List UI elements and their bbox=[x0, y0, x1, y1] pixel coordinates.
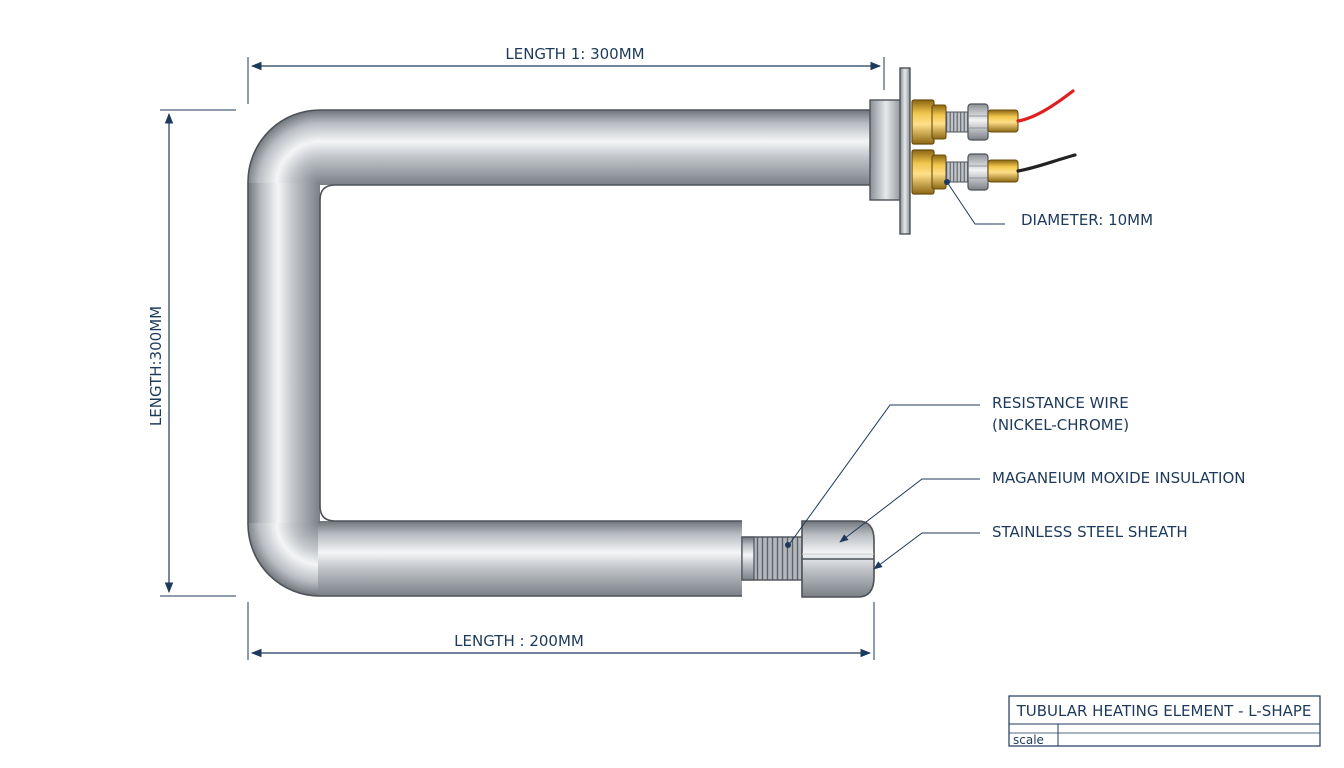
mounting-flange bbox=[899, 67, 911, 235]
callout-resistance-wire-label-2: (NICKEL-CHROME) bbox=[992, 416, 1129, 434]
callout-resistance-wire: RESISTANCE WIRE (NICKEL-CHROME) bbox=[785, 394, 1129, 548]
brass-pin-lower bbox=[987, 159, 1019, 183]
thread-upper bbox=[945, 111, 969, 133]
tube-bottom-segment bbox=[318, 521, 742, 596]
wire-red bbox=[1016, 89, 1075, 123]
callout-resistance-wire-label-1: RESISTANCE WIRE bbox=[992, 394, 1129, 412]
callout-diameter-label: DIAMETER: 10MM bbox=[1021, 211, 1153, 229]
callout-insulation: MAGANEIUM MOXIDE INSULATION bbox=[839, 469, 1245, 543]
brass-nut-upper bbox=[911, 99, 935, 145]
tube-corner-bottom bbox=[248, 521, 320, 596]
dimension-top: LENGTH 1: 300MM bbox=[247, 45, 885, 104]
brass-nut-lower bbox=[911, 149, 935, 195]
callout-diameter: DIAMETER: 10MM bbox=[944, 179, 1153, 229]
terminal-lower bbox=[911, 149, 1077, 195]
steel-nut-lower bbox=[967, 153, 989, 191]
dimension-left: LENGTH:300MM bbox=[147, 109, 236, 597]
threaded-section-collar bbox=[741, 536, 755, 581]
callout-insulation-label: MAGANEIUM MOXIDE INSULATION bbox=[992, 469, 1245, 487]
heating-tube bbox=[247, 109, 872, 597]
tube-end-cutaway bbox=[741, 520, 875, 598]
tube-top-segment bbox=[318, 110, 872, 185]
brass-pin-upper bbox=[987, 109, 1019, 133]
thread-lower bbox=[945, 161, 969, 183]
title-block-scale-label: scale bbox=[1013, 733, 1044, 747]
tube-left-segment bbox=[248, 183, 320, 523]
steel-nut-upper bbox=[967, 103, 989, 141]
dimension-bottom-label: LENGTH : 200MM bbox=[454, 632, 584, 650]
wire-black bbox=[1016, 153, 1077, 173]
title-block: TUBULAR HEATING ELEMENT - L-SHAPE scale bbox=[1008, 695, 1321, 747]
terminal-upper bbox=[911, 89, 1075, 145]
dimension-bottom: LENGTH : 200MM bbox=[247, 602, 875, 660]
title-block-title: TUBULAR HEATING ELEMENT - L-SHAPE bbox=[1016, 702, 1312, 720]
dimension-left-label: LENGTH:300MM bbox=[147, 306, 165, 426]
terminal-assembly bbox=[869, 67, 1077, 235]
dimension-top-label: LENGTH 1: 300MM bbox=[505, 45, 644, 63]
callout-sheath-label: STAINLESS STEEL SHEATH bbox=[992, 523, 1188, 541]
tube-corner-top bbox=[248, 110, 320, 185]
callout-sheath: STAINLESS STEEL SHEATH bbox=[873, 523, 1188, 570]
tube-collar bbox=[869, 99, 903, 201]
